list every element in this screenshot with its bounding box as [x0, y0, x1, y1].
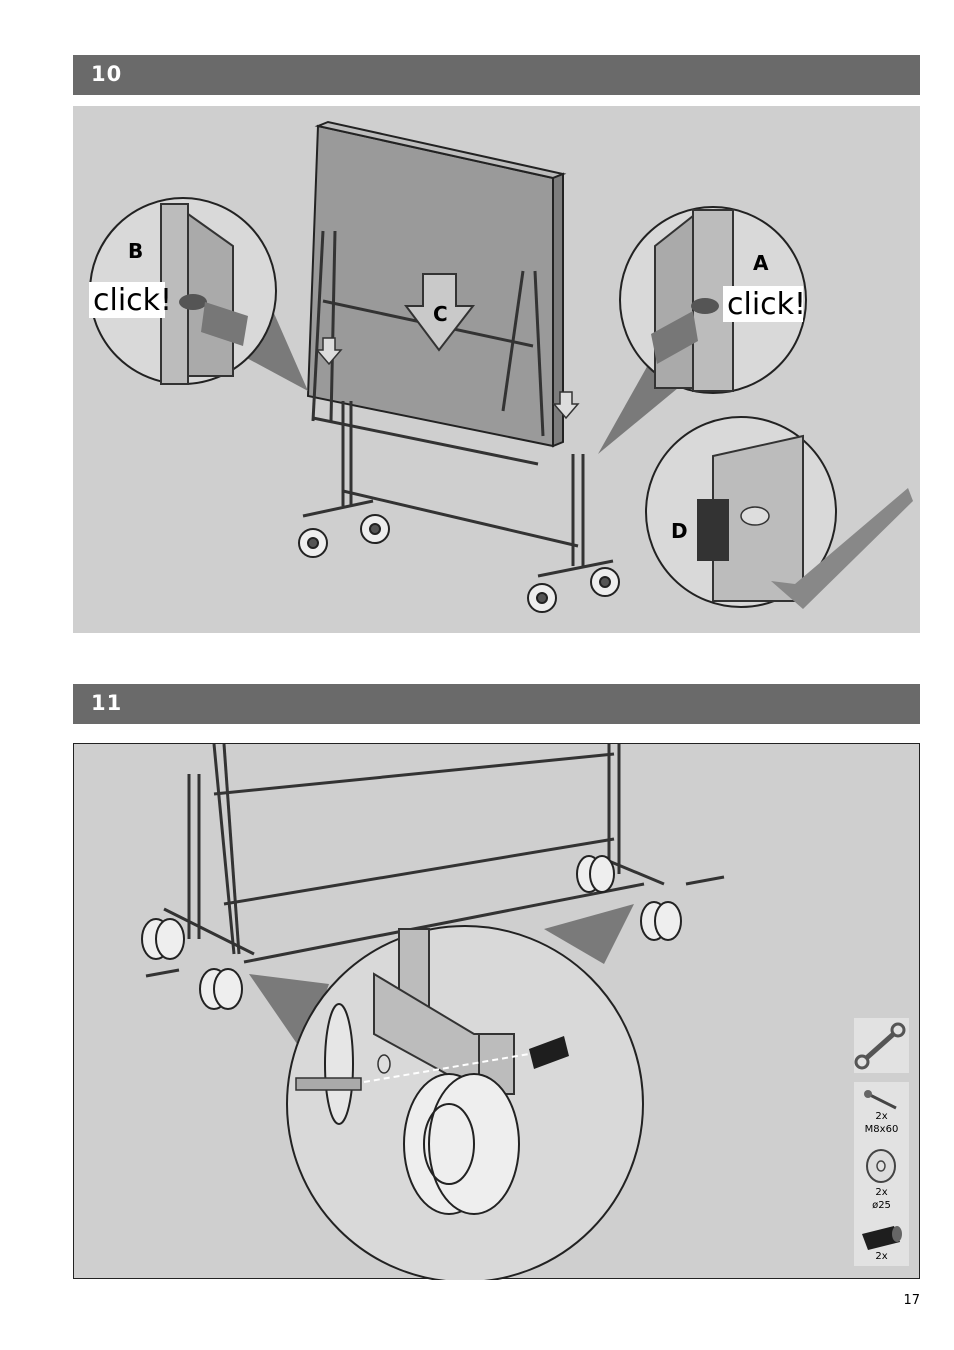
wheel-detail	[325, 1004, 353, 1124]
step-10-header: 10	[73, 55, 920, 95]
click-text-a: click!	[727, 287, 806, 322]
latch-block	[697, 499, 729, 561]
wheel-frame-diagram	[74, 744, 921, 1280]
step-number: 10	[91, 62, 122, 86]
button-knob-a	[691, 298, 719, 314]
washer	[378, 1055, 390, 1073]
button-knob-b	[179, 294, 207, 310]
label-d: D	[671, 519, 688, 543]
washer-spec: ø25	[854, 1199, 909, 1212]
sleeve-qty: 2x	[854, 1250, 909, 1263]
label-a: A	[753, 251, 769, 275]
label-c: C	[433, 302, 448, 326]
bracket-a	[655, 210, 733, 391]
wheel-detail	[404, 1074, 519, 1214]
bolt-qty: 2x	[854, 1110, 909, 1123]
table-folding-diagram: C B click! A click! D	[73, 106, 920, 633]
button-knob-d	[741, 507, 769, 525]
step-11-illustration	[73, 743, 920, 1279]
bolt-m8x60	[296, 1078, 361, 1090]
wheels	[299, 515, 619, 612]
step-number: 11	[91, 691, 122, 715]
page-number: 17	[880, 1293, 920, 1308]
tool-box	[854, 1018, 909, 1073]
step-11-header: 11	[73, 684, 920, 724]
bolt-spec: M8x60	[854, 1123, 909, 1136]
label-b: B	[128, 239, 143, 263]
sleeve-icon	[854, 1222, 909, 1252]
bolt-small	[146, 970, 179, 976]
washer-icon	[854, 1146, 909, 1186]
wrench-icon	[854, 1018, 909, 1073]
bolt-small	[686, 877, 724, 884]
washer-qty: 2x	[854, 1186, 909, 1199]
click-text-b: click!	[93, 283, 172, 318]
parts-list: 2x M8x60 2x ø25 2x	[854, 1082, 909, 1266]
step-10-illustration: C B click! A click! D	[73, 106, 920, 633]
